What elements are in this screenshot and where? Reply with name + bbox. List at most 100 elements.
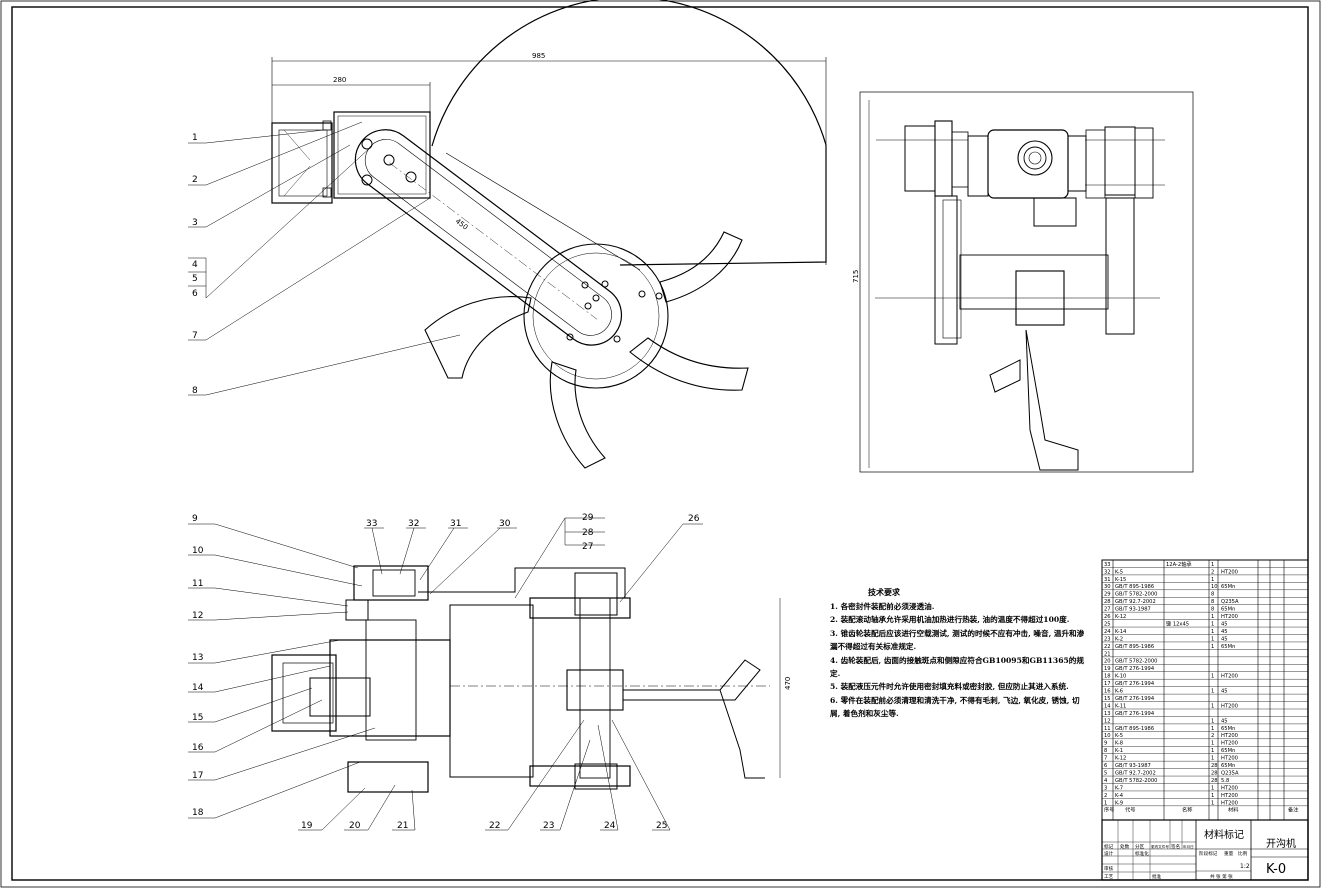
bom-cell-mat: HT200 (1221, 569, 1238, 575)
note-2: 2. 装配滚动轴承允许采用机油加热进行热装, 油的温度不得超过100度. (830, 615, 1070, 625)
bom-cell-no: 4 (1104, 778, 1108, 784)
dim-280: 280 (333, 76, 346, 84)
bom-cell-no: 6 (1104, 763, 1107, 769)
bom-cell-code: K-8 (1115, 741, 1123, 747)
bom-cell-no: 22 (1104, 644, 1111, 650)
bom-cell-qty: 1 (1211, 800, 1214, 806)
bom-cell-qty: 1 (1211, 577, 1214, 583)
bom-cell-code: K-12 (1115, 756, 1126, 762)
bom-cell-mat: 5.8 (1221, 778, 1229, 784)
bom-cell-mat: HT200 (1221, 793, 1238, 799)
bom-cell-qty: 1 (1211, 718, 1214, 724)
section-view: 470 9 10 11 12 13 14 15 16 17 (188, 513, 792, 831)
balloon-8: 8 (192, 386, 198, 396)
bom-cell-mat: 45 (1221, 621, 1228, 627)
bom-cell-mat: Q235A (1221, 599, 1239, 605)
rev-label-doc: 更改文件号 (1151, 844, 1169, 849)
note-1: 1. 各密封件装配前必须浸透油. (830, 602, 935, 611)
dim-715: 715 (852, 270, 860, 283)
bom-cell-code: GB/T 895-1986 (1115, 644, 1154, 650)
material-mark: 材料标记 (1204, 828, 1244, 841)
scale-value: 1:2 (1240, 863, 1250, 870)
bom-cell-no: 24 (1104, 629, 1111, 635)
bom-cell-code: K-14 (1115, 629, 1127, 635)
note-5: 5. 装配液压元件时允许使用密封填充料或密封胶, 但应防止其进入系统. (830, 682, 1069, 692)
row-label-design: 设计 (1104, 850, 1114, 857)
bom-cell-qty: 1 (1211, 614, 1214, 620)
bom-cell-qty: 1 (1211, 689, 1214, 695)
bom-cell-no: 2 (1104, 793, 1107, 799)
row-label-review: 审核 (1104, 865, 1114, 872)
bom-cell-code: K-5 (1115, 569, 1123, 575)
top-view: 985 280 450 (188, 0, 827, 469)
bom-cell-qty: 8 (1211, 592, 1214, 598)
bom-cell-no: 14 (1104, 703, 1111, 709)
bom-cell-code: GB/T 92.7-2002 (1115, 770, 1156, 776)
dim-470: 470 (784, 677, 792, 690)
side-view: 715 (852, 91, 1194, 473)
bom-cell-code: K-7 (1115, 785, 1123, 791)
rev-label-mark: 标记 (1104, 843, 1114, 850)
bom-cell-code: K-5 (1115, 733, 1123, 739)
bom-cell-qty: 1 (1211, 562, 1214, 568)
bom-cell-no: 27 (1104, 607, 1111, 613)
bom-cell-name: 键 12x45 (1166, 619, 1189, 627)
bom-cell-no: 7 (1104, 756, 1107, 762)
bom-cell-no: 8 (1104, 748, 1107, 754)
bom-cell-mat: 45 (1221, 636, 1228, 642)
balloon-7: 7 (192, 331, 198, 341)
bom-cell-qty: 1 (1211, 748, 1214, 754)
bom-cell-mat: HT200 (1221, 785, 1238, 791)
bom-cell-code: GB/T 93-1987 (1115, 763, 1151, 769)
bom-cell-code: GB/T 93-1987 (1115, 607, 1151, 613)
bom-cell-mat: HT200 (1221, 614, 1238, 620)
bom-cell-code: GB/T 5782-2000 (1115, 659, 1157, 665)
bom-header-mat: 材料 (1228, 805, 1238, 813)
bom-cell-code: GB/T 5782-2000 (1115, 592, 1157, 598)
bom-cell-qty: 28 (1211, 770, 1218, 776)
note-3: 3. 锥齿轮装配后应该进行空载测试, 测试的时候不应有冲击, 噪音, 温升和渗漏… (830, 628, 1085, 652)
rev-label-date: 年月日 (1183, 844, 1194, 849)
bom-cell-name: 12A-2轴承 (1166, 560, 1192, 568)
bom-cell-code: K-15 (1115, 577, 1126, 583)
bom-cell-mat: 45 (1221, 629, 1228, 635)
bom-cell-mat: HT200 (1221, 800, 1238, 806)
bom-cell-code: GB/T 895-1986 (1115, 726, 1154, 732)
bom-cell-no: 3 (1104, 785, 1107, 791)
bom-cell-qty: 1 (1211, 741, 1214, 747)
balloon-14: 14 (192, 683, 204, 693)
bom-cell-no: 32 (1104, 569, 1111, 575)
balloon-16: 16 (192, 743, 204, 753)
balloon-27: 27 (582, 542, 593, 552)
bom-cell-qty: 8 (1211, 607, 1214, 613)
bom-cell-qty: 1 (1211, 785, 1214, 791)
balloon-18: 18 (192, 808, 204, 818)
bom-cell-code: GB/T 92.7-2002 (1115, 599, 1156, 605)
bom-cell-qty: 28 (1211, 763, 1218, 769)
title-block: 标记 处数 分区 更改文件号 签名 年月日 设计 审核 工艺 标准化 批准 阶段… (1101, 819, 1309, 881)
weight-label: 重量 (1224, 850, 1234, 857)
balloon-23: 23 (543, 821, 554, 831)
balloon-2: 2 (192, 175, 198, 185)
bom-cell-no: 25 (1104, 621, 1111, 627)
bom-cell-no: 9 (1104, 741, 1107, 747)
bom-cell-no: 26 (1104, 614, 1111, 620)
bom-cell-qty: 1 (1211, 674, 1214, 680)
bom-cell-no: 12 (1104, 718, 1111, 724)
balloon-5: 5 (192, 274, 198, 284)
bom-cell-mat: HT200 (1221, 733, 1238, 739)
balloon-11: 11 (192, 579, 203, 589)
bom-cell-mat: 65Mn (1221, 584, 1235, 590)
bom-cell-mat: 65Mn (1221, 726, 1235, 732)
bom-cell-no: 5 (1104, 770, 1107, 776)
balloon-1: 1 (192, 133, 198, 143)
balloon-24: 24 (604, 821, 616, 831)
balloon-25: 25 (656, 821, 667, 831)
bom-cell-no: 1 (1104, 800, 1107, 806)
balloon-19: 19 (301, 821, 313, 831)
bom-cell-qty: 1 (1211, 703, 1214, 709)
rev-label-sign: 签名 (1171, 843, 1180, 850)
rev-label-count: 处数 (1120, 843, 1130, 850)
balloon-17: 17 (192, 771, 203, 781)
